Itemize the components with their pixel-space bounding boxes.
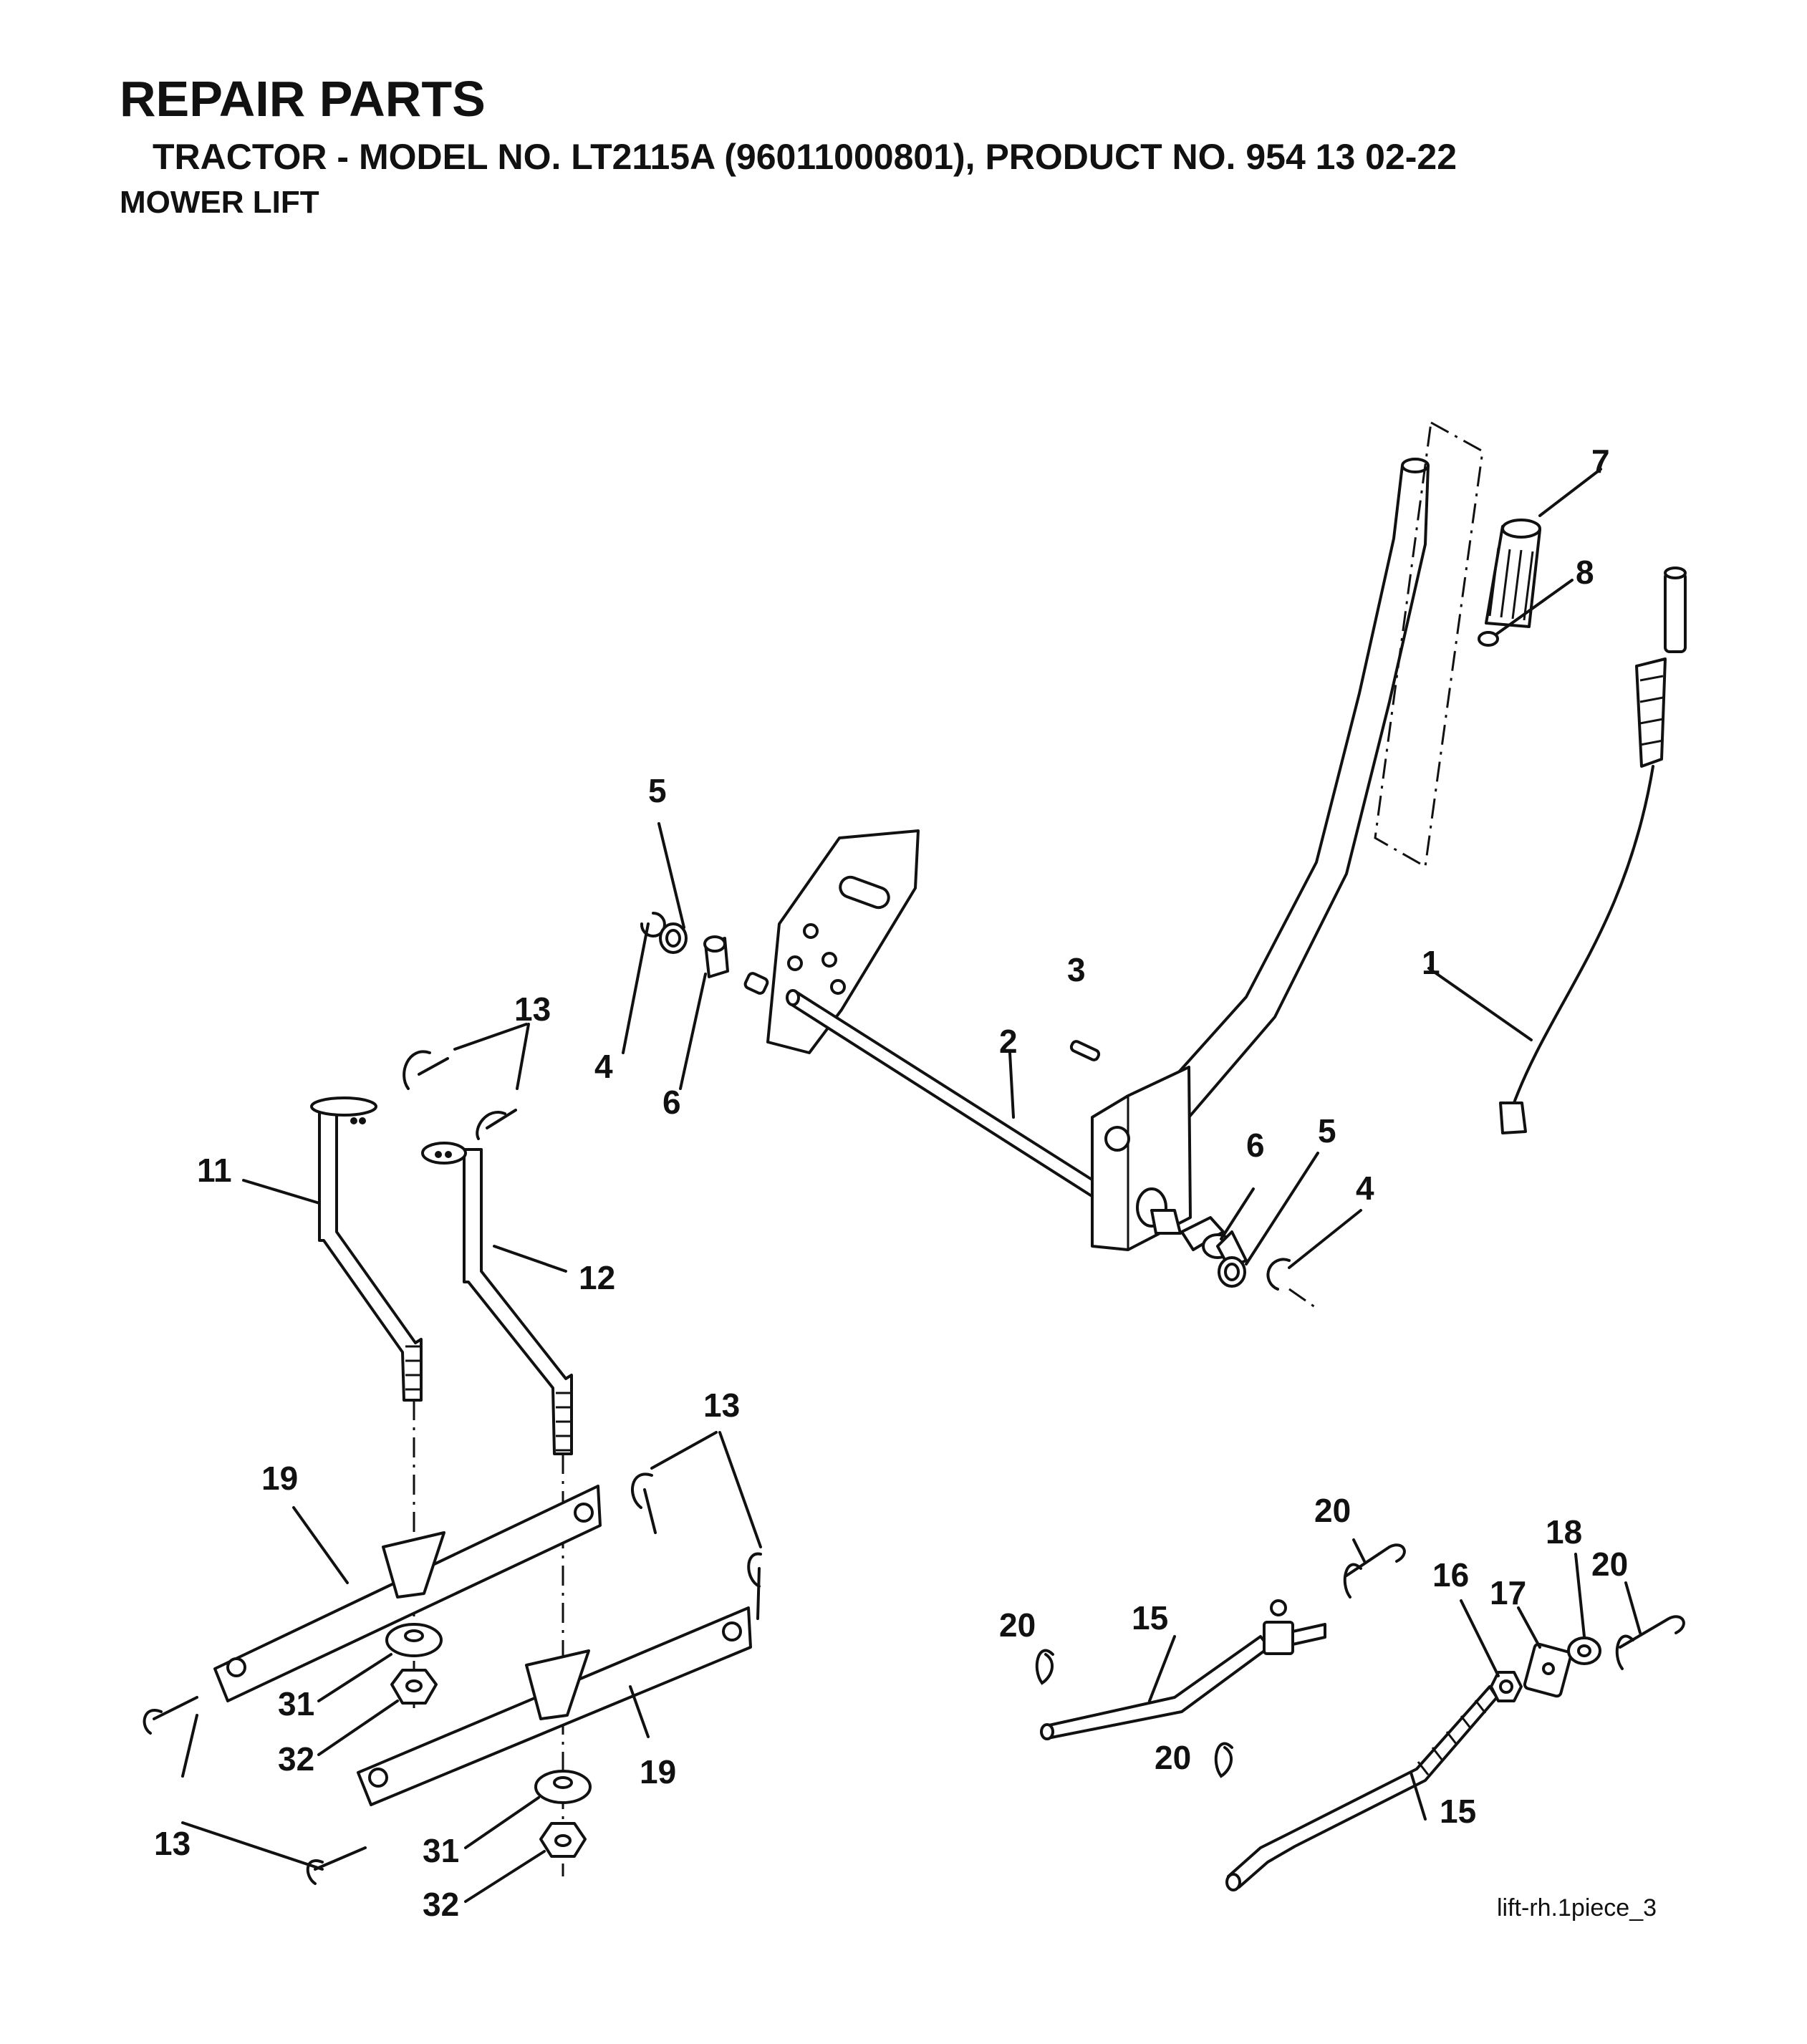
callout-1: 1 — [1422, 944, 1440, 981]
callout-17: 17 — [1490, 1574, 1526, 1611]
callout-5-left: 5 — [648, 772, 667, 809]
callout-7: 7 — [1591, 443, 1610, 480]
callout-8: 8 — [1576, 554, 1594, 591]
left-shaft-hardware — [640, 912, 769, 995]
rod-hardware — [1490, 1636, 1601, 1702]
callout-6-right: 6 — [1246, 1127, 1265, 1164]
callout-20-right: 20 — [1591, 1546, 1628, 1583]
callout-5-right: 5 — [1318, 1112, 1336, 1149]
callout-12: 12 — [579, 1259, 615, 1296]
lift-handle — [1157, 420, 1484, 1119]
callout-13-bottom: 13 — [154, 1825, 191, 1862]
callout-20-top: 20 — [1314, 1492, 1351, 1529]
callout-13-top: 13 — [514, 990, 551, 1028]
callout-3: 3 — [1067, 951, 1086, 988]
callout-18: 18 — [1546, 1513, 1582, 1551]
callout-31-right: 31 — [423, 1832, 459, 1869]
callout-4-right: 4 — [1356, 1170, 1374, 1207]
callout-19-lower: 19 — [640, 1753, 676, 1790]
lift-link-11 — [310, 1096, 423, 1402]
section-title: MOWER LIFT — [120, 185, 319, 220]
callout-20-left: 20 — [999, 1606, 1036, 1644]
figure-id: lift-rh.1piece_3 — [1497, 1894, 1657, 1922]
hairpin-clips-20 — [1035, 1543, 1685, 1778]
bushings-and-nuts — [385, 1623, 592, 1858]
callout-19-upper: 19 — [261, 1460, 298, 1497]
hairpin-clips — [143, 1050, 762, 1885]
right-shaft-hardware — [1180, 1216, 1316, 1308]
callout-11: 11 — [197, 1152, 232, 1189]
lift-arm-lower — [357, 1606, 752, 1806]
lift-cable — [1499, 567, 1687, 1134]
model-subtitle: TRACTOR - MODEL NO. LT2115A (96011000801… — [153, 137, 1457, 177]
callout-20-middle: 20 — [1155, 1739, 1191, 1776]
page-title: REPAIR PARTS — [120, 71, 486, 127]
adjusting-rod-lower — [1225, 1685, 1498, 1891]
mounting-plate — [766, 829, 920, 1054]
roll-pin — [1069, 1040, 1101, 1061]
callout-15-lower: 15 — [1440, 1793, 1476, 1830]
callout-32-left: 32 — [278, 1740, 314, 1778]
callout-6-left: 6 — [662, 1084, 681, 1121]
callout-15-upper: 15 — [1132, 1599, 1168, 1636]
callout-32-right: 32 — [423, 1886, 459, 1923]
lift-link-12 — [421, 1142, 573, 1455]
handle-grip — [1478, 519, 1541, 647]
callout-2: 2 — [999, 1023, 1018, 1060]
callout-16: 16 — [1432, 1556, 1469, 1594]
callout-13-right: 13 — [703, 1387, 740, 1424]
lift-arm-upper — [213, 1485, 602, 1702]
leader-lines — [181, 468, 1642, 1903]
callouts: 7 8 1 3 2 5 4 6 6 5 4 13 11 12 13 19 31 … — [154, 443, 1628, 1923]
callout-31-left: 31 — [278, 1685, 314, 1722]
callout-4-left: 4 — [594, 1048, 613, 1085]
lift-shaft — [786, 989, 1192, 1251]
adjusting-rod-upper — [1040, 1599, 1326, 1740]
